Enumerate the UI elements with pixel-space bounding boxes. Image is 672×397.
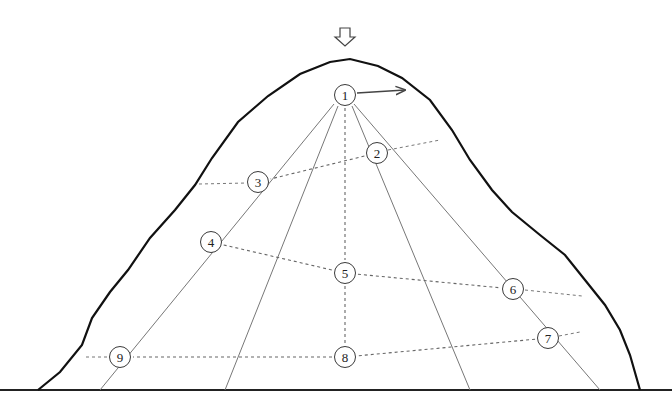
callout-number: 8	[342, 351, 349, 364]
section-line	[344, 286, 345, 344]
callout-circle: 9	[109, 346, 131, 368]
callout-number: 2	[374, 147, 381, 160]
section-line	[133, 356, 332, 357]
callout-circle: 7	[537, 327, 559, 349]
callout-circle: 2	[366, 142, 388, 164]
callout-number: 3	[255, 176, 262, 189]
callout-circle: 1	[334, 84, 356, 106]
callout-circle: 3	[247, 171, 269, 193]
callout-circle: 6	[502, 278, 524, 300]
load-arrow	[335, 28, 355, 46]
section-line	[344, 108, 345, 260]
section-line	[271, 156, 365, 179]
callout-circle: 8	[334, 346, 356, 368]
callout-number: 1	[342, 89, 349, 102]
callout-number: 4	[208, 236, 215, 249]
radial-lines	[100, 104, 600, 390]
section-line	[358, 274, 500, 288]
section-lines	[86, 140, 582, 357]
section-line	[224, 245, 333, 270]
callout-circle: 4	[200, 231, 222, 253]
callout-number: 5	[342, 267, 349, 280]
direction-arrow	[357, 90, 405, 93]
callout-number: 9	[117, 351, 124, 364]
section-line	[358, 339, 535, 356]
callout-number: 7	[545, 332, 552, 345]
callout-circle: 5	[334, 262, 356, 284]
callout-number: 6	[510, 283, 517, 296]
pile-outline	[38, 59, 640, 390]
